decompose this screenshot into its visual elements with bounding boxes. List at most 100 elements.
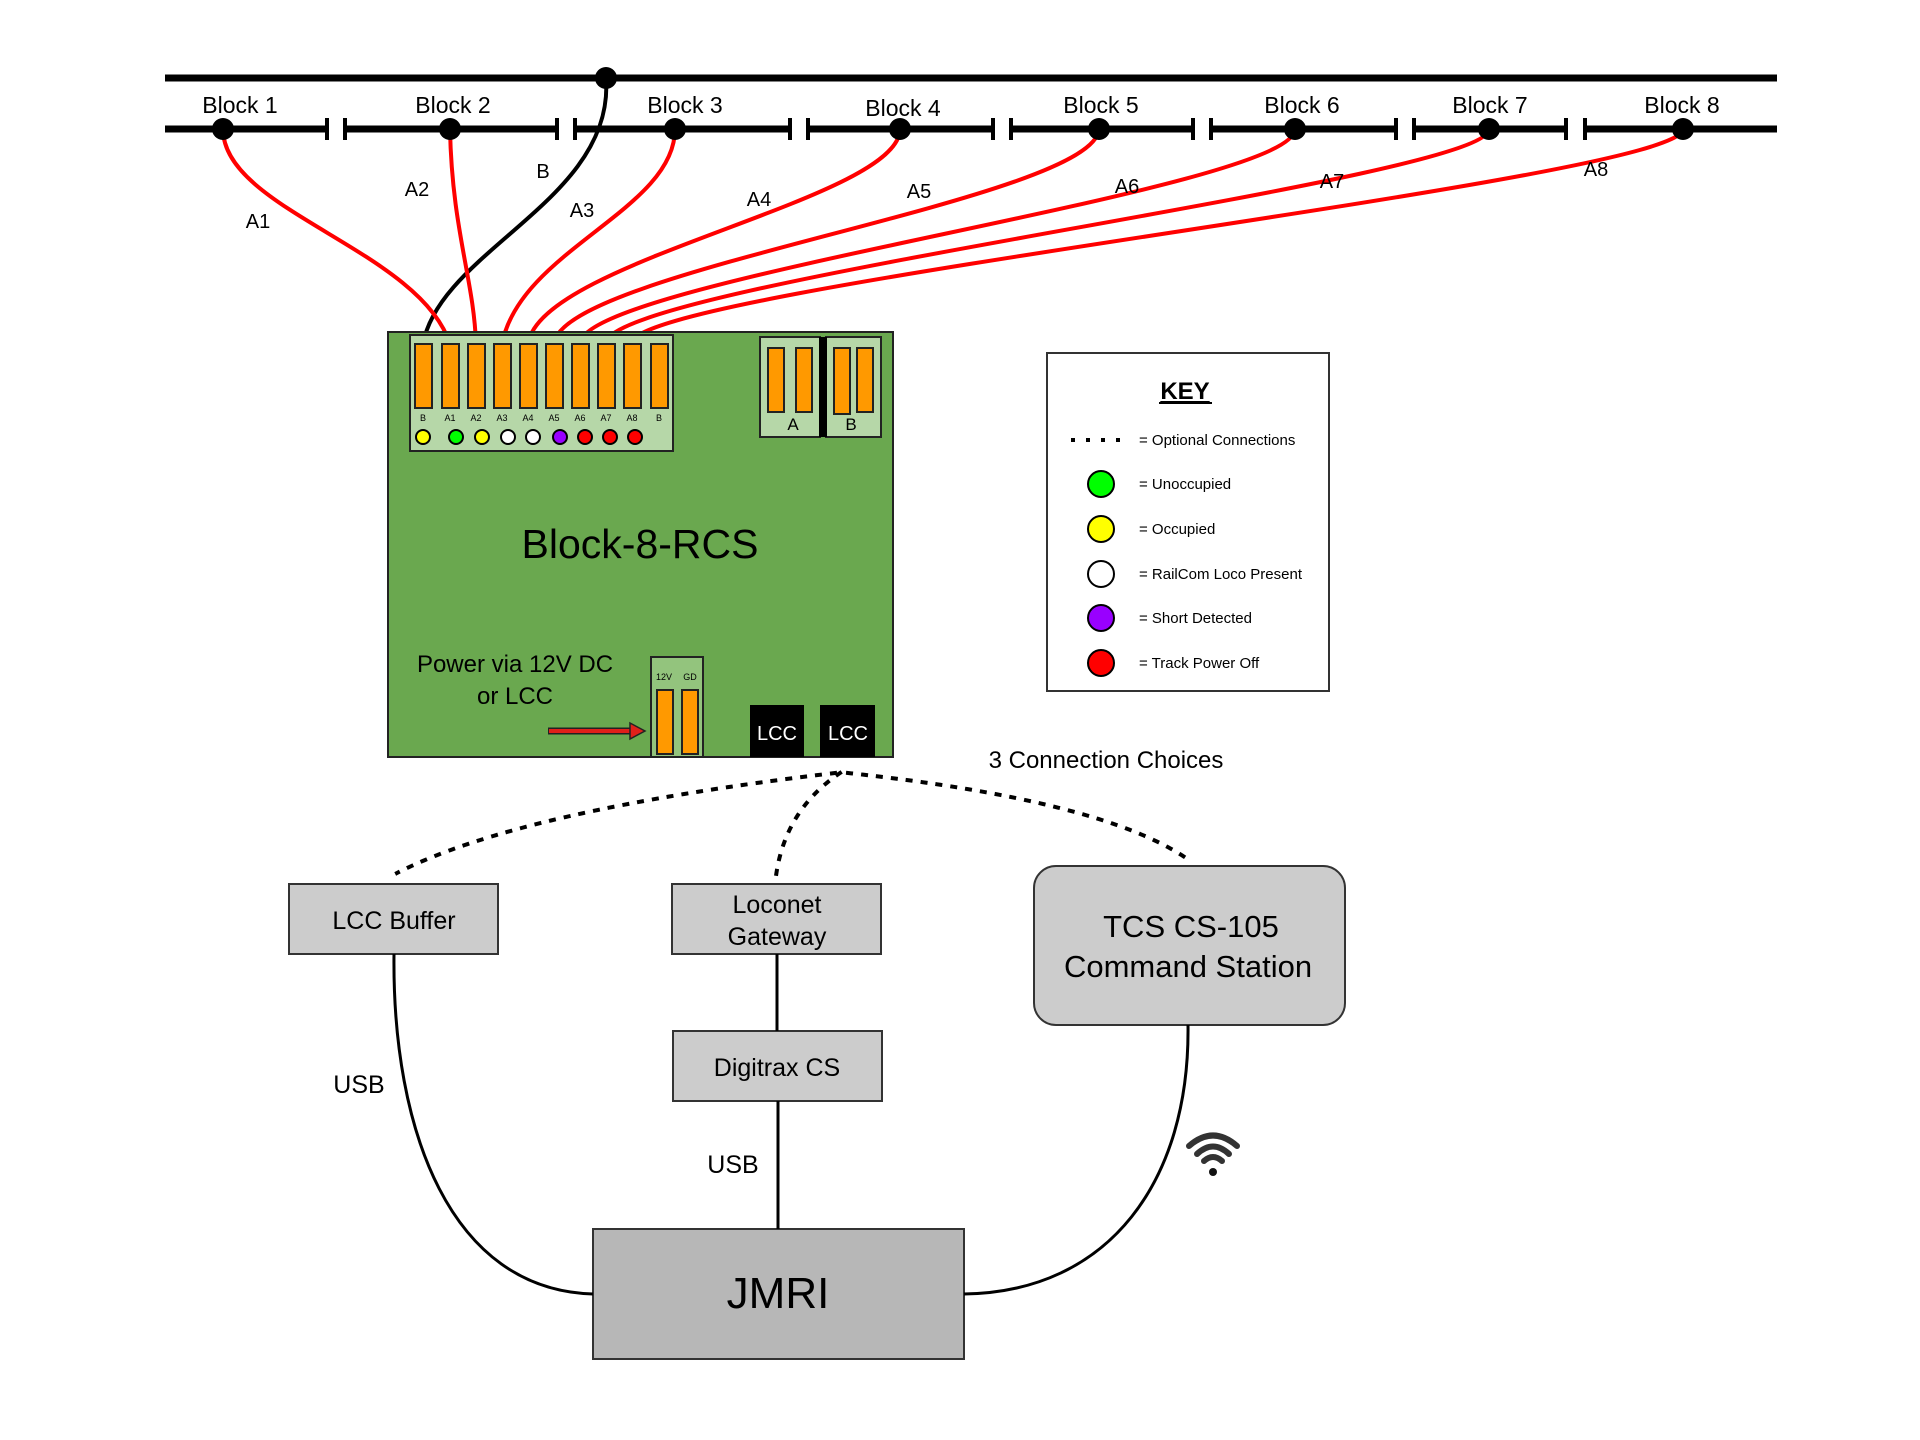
- power-gd-terminal: [681, 689, 699, 755]
- feeder-wire-a5: [552, 128, 1101, 345]
- feeder-node-4: [889, 118, 911, 140]
- loconet-gateway[interactable]: Loconet Gateway: [671, 883, 882, 955]
- lcc-buffer[interactable]: LCC Buffer: [288, 883, 499, 955]
- terminal-label: A8: [626, 413, 637, 423]
- lcc-port-2[interactable]: LCC: [820, 705, 875, 757]
- input-a-terminal-2: [795, 347, 813, 413]
- key-item-label: = RailCom Loco Present: [1139, 566, 1303, 583]
- led-power-off: [577, 429, 593, 445]
- power-terminal-block: 12V GD: [650, 656, 704, 758]
- feeder-wire-a8: [630, 128, 1685, 345]
- feeder-label-a3: A3: [570, 200, 594, 222]
- lcc-port-2-label: LCC: [828, 723, 868, 745]
- terminal-a2: [467, 343, 486, 409]
- key-led-occupied: [1087, 515, 1115, 543]
- common-feeder-label: B: [536, 161, 549, 183]
- feeder-label-a7: A7: [1320, 171, 1344, 193]
- terminal-a4: [519, 343, 538, 409]
- feeder-label-a8: A8: [1584, 159, 1608, 181]
- digitrax-cs[interactable]: Digitrax CS: [672, 1030, 883, 1102]
- optional-link-tcs: [845, 770, 1189, 861]
- key-led-short: [1087, 604, 1115, 632]
- usb-label-digitrax: USB: [707, 1151, 758, 1179]
- tcs-label-line2: Command Station: [1064, 949, 1312, 984]
- power-text-line1: Power via 12V DC: [417, 651, 613, 678]
- led-railcom: [525, 429, 541, 445]
- terminal-label: A3: [496, 413, 507, 423]
- key-title: KEY: [1160, 378, 1209, 405]
- key-led-railcom: [1087, 560, 1115, 588]
- block-rail: [165, 118, 1777, 140]
- input-a-label: A: [787, 415, 799, 434]
- feeder-label-a4: A4: [747, 189, 771, 211]
- terminal-a3: [493, 343, 512, 409]
- block-label-7: Block 7: [1452, 92, 1527, 118]
- power-text-line2: or LCC: [477, 683, 553, 710]
- key-item-label: = Track Power Off: [1139, 655, 1260, 672]
- dotted-line-icon: [1071, 438, 1075, 442]
- block-label-5: Block 5: [1063, 92, 1138, 118]
- power-12v-label: 12V: [656, 672, 672, 682]
- key-led-unoccupied: [1087, 470, 1115, 498]
- tcs-command-station[interactable]: TCS CS-105 Command Station: [1033, 865, 1346, 1026]
- track-terminals: [414, 343, 669, 409]
- feeder-node-2: [439, 118, 461, 140]
- terminal-label: A6: [574, 413, 585, 423]
- optional-link-lcc-buffer: [394, 770, 838, 876]
- loconet-gateway-label-line2: Gateway: [728, 923, 827, 951]
- input-a-terminal-1: [767, 347, 785, 413]
- jmri[interactable]: JMRI: [592, 1228, 965, 1360]
- input-divider: [819, 337, 827, 437]
- power-12v-terminal: [656, 689, 674, 755]
- block-label-8: Block 8: [1644, 92, 1719, 118]
- terminal-label: A5: [548, 413, 559, 423]
- tcs-label-line1: TCS CS-105: [1103, 909, 1279, 944]
- dotted-line-icon: [1086, 438, 1090, 442]
- led-unoccupied: [448, 429, 464, 445]
- power-arrow-icon: [548, 721, 647, 741]
- ab-input-terminals: A B: [759, 336, 882, 438]
- loconet-gateway-label-line1: Loconet: [733, 891, 822, 919]
- terminal-label: A4: [522, 413, 533, 423]
- optional-connections: [394, 770, 1189, 879]
- terminal-b-2: [650, 343, 669, 409]
- common-feeder-node: [595, 67, 617, 89]
- led-occupied: [474, 429, 490, 445]
- terminal-label: A2: [470, 413, 481, 423]
- common-feeder-wire: [421, 77, 609, 345]
- lcc-port-1[interactable]: LCC: [750, 705, 804, 757]
- dotted-line-icon: [1116, 438, 1120, 442]
- key-items: = Optional Connections= Unoccupied= Occu…: [1071, 432, 1303, 677]
- led-occupied: [415, 429, 431, 445]
- digitrax-cs-label: Digitrax CS: [714, 1054, 840, 1082]
- feeder-node-3: [664, 118, 686, 140]
- terminal-label: B: [656, 413, 662, 423]
- led-power-off: [627, 429, 643, 445]
- link-lcc-buffer-jmri: [392, 953, 594, 1296]
- key-item-label: = Unoccupied: [1139, 476, 1231, 493]
- led-power-off: [602, 429, 618, 445]
- terminal-label: A1: [444, 413, 455, 423]
- key-item-label: = Optional Connections: [1139, 432, 1295, 449]
- input-b-terminal-2: [856, 347, 874, 413]
- terminal-a6: [571, 343, 590, 409]
- block-label-1: Block 1: [202, 92, 277, 118]
- feeder-node-5: [1088, 118, 1110, 140]
- feeder-node-6: [1284, 118, 1306, 140]
- usb-label-lcc-buffer: USB: [333, 1071, 384, 1099]
- block-label-6: Block 6: [1264, 92, 1339, 118]
- feeder-wire-a6: [578, 128, 1297, 345]
- block-label-2: Block 2: [415, 92, 490, 118]
- input-b-terminal-1: [833, 347, 851, 415]
- terminal-b: [414, 343, 433, 409]
- key-led-power-off: [1087, 649, 1115, 677]
- feeder-wire-a7: [603, 128, 1491, 345]
- feeder-label-a2: A2: [405, 179, 429, 201]
- optional-link-loconet: [773, 770, 843, 879]
- wifi-icon: [1186, 1132, 1240, 1176]
- terminal-a8: [623, 343, 642, 409]
- led-short: [552, 429, 568, 445]
- feeder-label-a5: A5: [907, 181, 931, 203]
